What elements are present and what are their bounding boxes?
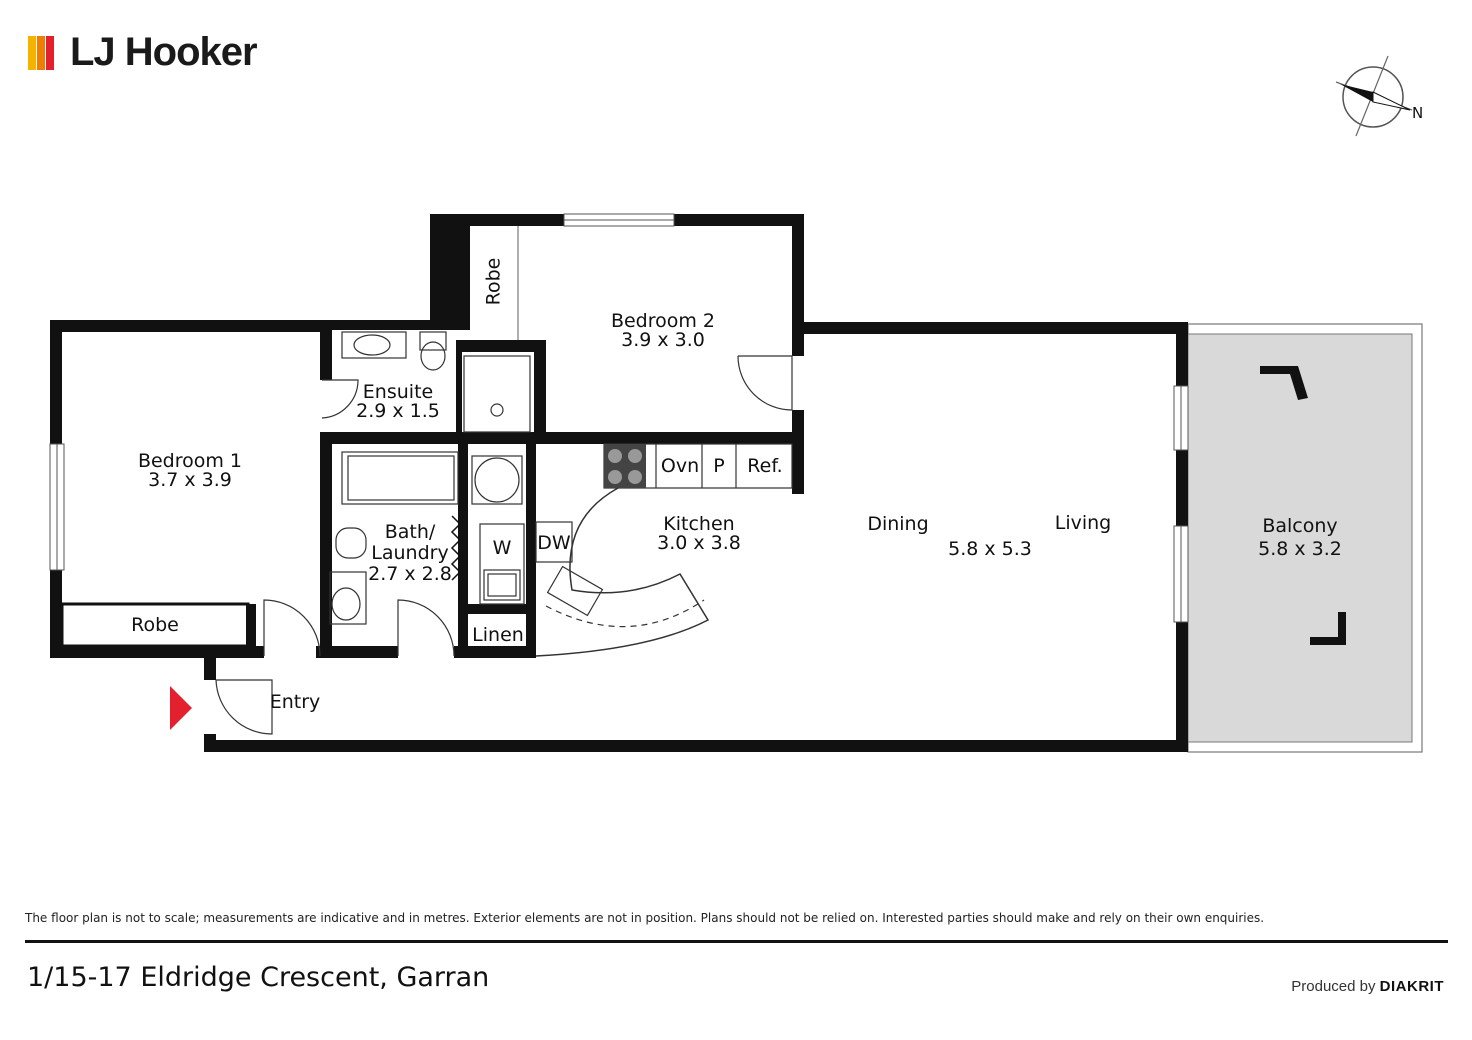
label-w: W: [492, 537, 512, 559]
label-balcony: Balcony 5.8 x 3.2: [1244, 515, 1356, 561]
label-kitchen: Kitchen 3.0 x 3.8: [646, 515, 752, 553]
windows: [49, 213, 1189, 623]
label-ensuite-name: Ensuite: [362, 381, 434, 403]
ensuite-fixtures: [341, 331, 531, 433]
label-kitchen-dim: 3.0 x 3.8: [657, 532, 741, 554]
producer-credit: Produced by DIAKRIT: [1291, 978, 1444, 995]
producer-name: DIAKRIT: [1379, 978, 1444, 995]
label-p: P: [713, 455, 725, 477]
label-bedroom2: Bedroom 2 3.9 x 3.0: [600, 312, 726, 350]
bath-fixtures: [329, 451, 525, 625]
label-bedroom1: Bedroom 1 3.7 x 3.9: [130, 452, 250, 490]
label-dw: DW: [537, 532, 571, 554]
brand-name: LJ Hooker: [70, 30, 258, 74]
label-living-dim: 5.8 x 5.3: [948, 538, 1032, 560]
label-ensuite-dim: 2.9 x 1.5: [356, 400, 440, 422]
produced-by-label: Produced by: [1291, 978, 1376, 995]
label-living: Living: [1054, 512, 1112, 534]
disclaimer-text: The floor plan is not to scale; measurem…: [25, 911, 1265, 925]
footer-divider: [25, 940, 1448, 943]
label-bath-name: Bath/: [384, 521, 436, 543]
label-entry: Entry: [269, 691, 321, 713]
label-dining: Dining: [867, 513, 929, 535]
logo-bar-red: [46, 35, 54, 70]
label-bath-laundry: Bath/ Laundry 2.7 x 2.8: [362, 522, 458, 585]
label-bedroom1-robe: Robe: [131, 614, 179, 636]
entry-arrow-icon: [170, 686, 192, 730]
label-bath-laundry-dim: 2.7 x 2.8: [368, 563, 452, 585]
balcony-corner-mark-top: [1260, 366, 1308, 400]
label-laundry-name: Laundry: [371, 542, 449, 564]
logo-color-bars: [28, 35, 62, 70]
label-ref: Ref.: [747, 455, 783, 477]
property-address: 1/15-17 Eldridge Crescent, Garran: [27, 962, 490, 993]
compass-icon: [1335, 55, 1413, 137]
logo-bar-orange: [37, 35, 45, 70]
label-balcony-name: Balcony: [1262, 515, 1338, 537]
balcony-corner-mark-bottom: [1310, 612, 1346, 645]
logo-bar-yellow: [28, 35, 36, 70]
door-swings: [215, 355, 793, 735]
label-bedroom2-name: Bedroom 2: [610, 310, 716, 332]
label-bedroom2-dim: 3.9 x 3.0: [621, 329, 705, 351]
label-kitchen-name: Kitchen: [663, 513, 735, 535]
cooktop-icon: [604, 444, 646, 488]
floor-plan: [49, 213, 1423, 753]
compass-north-label: N: [1412, 104, 1424, 122]
label-bedroom1-name: Bedroom 1: [137, 450, 243, 472]
label-balcony-dim: 5.8 x 3.2: [1258, 538, 1342, 560]
label-bedroom1-dim: 3.7 x 3.9: [148, 469, 232, 491]
label-ensuite: Ensuite 2.9 x 1.5: [348, 383, 448, 421]
bedroom1-robe-end: [246, 604, 256, 646]
label-linen: Linen: [472, 624, 524, 646]
lj-hooker-logo: LJ Hooker: [28, 30, 258, 75]
balcony-floor: [1187, 333, 1413, 743]
label-bedroom2-robe: Robe: [482, 257, 505, 306]
label-ovn: Ovn: [660, 455, 700, 477]
